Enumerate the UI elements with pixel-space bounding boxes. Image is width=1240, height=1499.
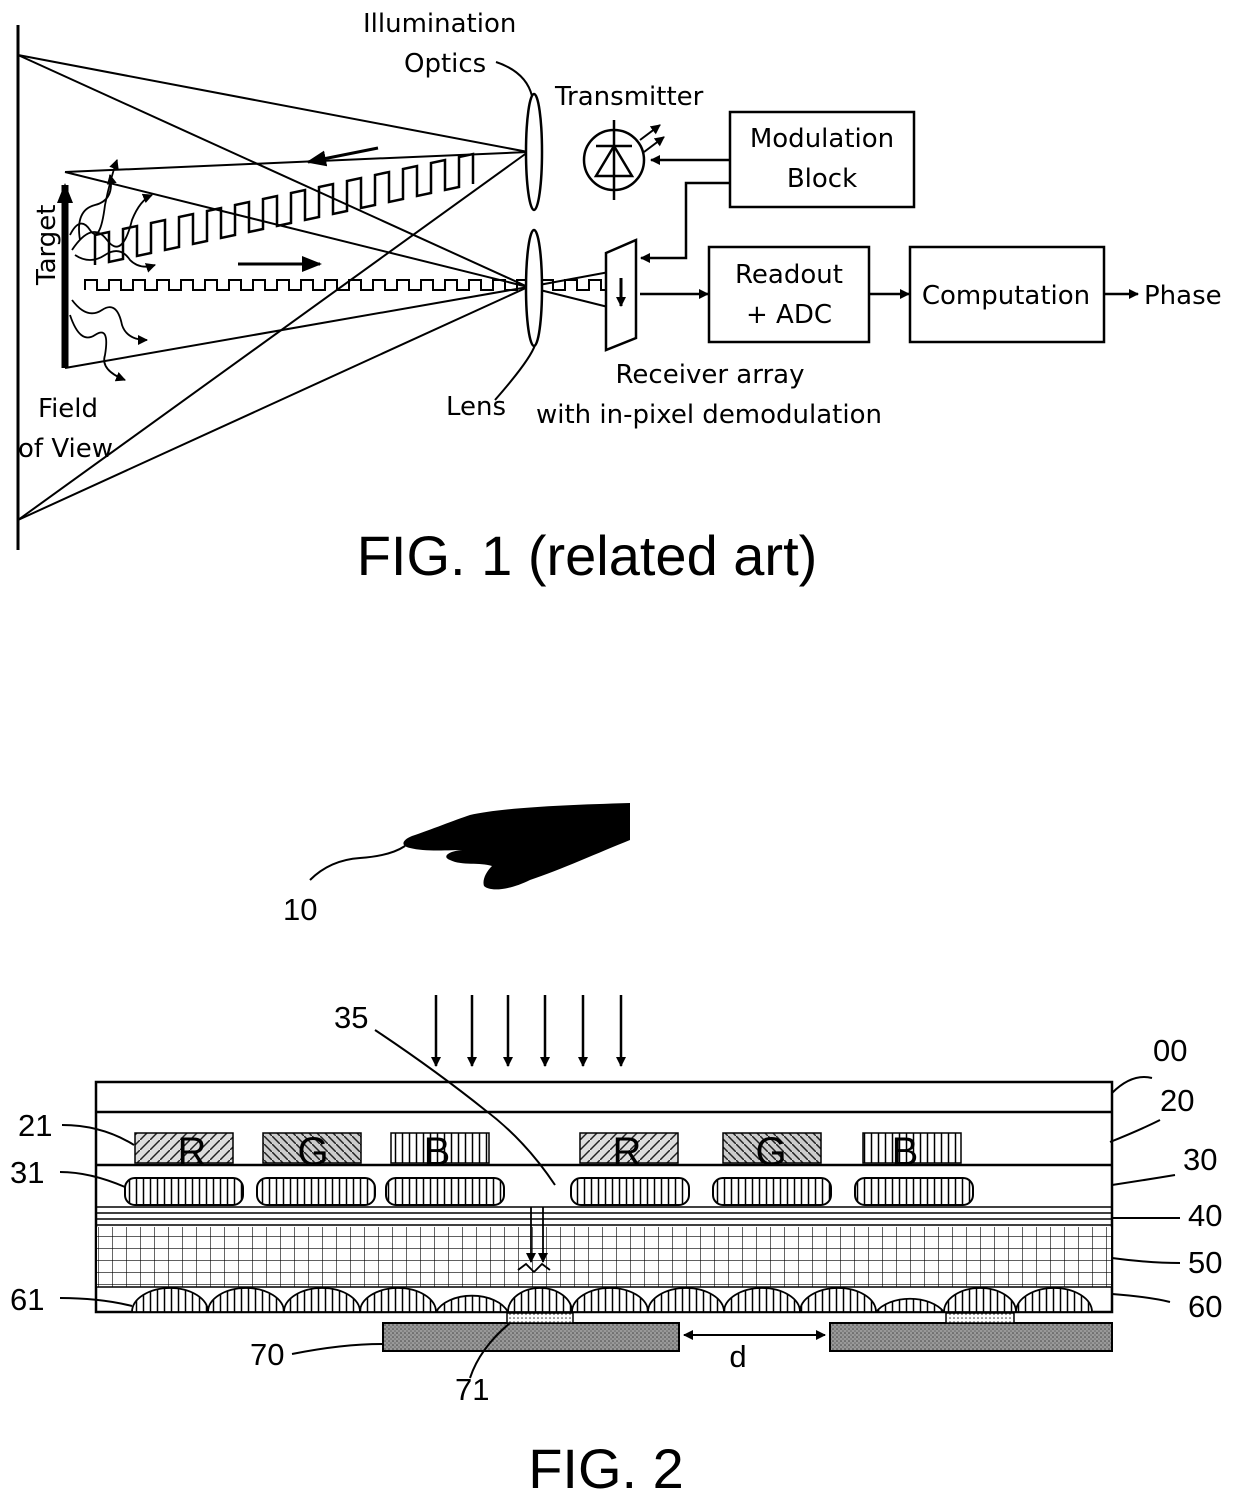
sensor-70-left (383, 1323, 679, 1351)
ref-21: 21 (18, 1108, 52, 1143)
incoming-light-arrows (436, 995, 621, 1066)
emitted-modulated-wave (95, 154, 473, 265)
illumination-optics-label-1: Illumination (363, 9, 516, 39)
ref-31: 31 (10, 1155, 44, 1190)
fig1-caption: FIG. 1 (related art) (357, 524, 818, 587)
receiver-array-label-2: with in-pixel demodulation (536, 400, 882, 430)
pixel-71-right (946, 1313, 1014, 1323)
computation-label: Computation (922, 281, 1090, 311)
target-label: Target (32, 205, 62, 286)
filter-letter: G (755, 1130, 786, 1174)
modulation-block-label-2: Block (787, 164, 857, 194)
ref-35: 35 (334, 1000, 368, 1035)
lens-label: Lens (446, 392, 506, 422)
ref-30: 30 (1183, 1142, 1217, 1177)
ref-00: 00 (1153, 1033, 1187, 1068)
fig1-diagram: Target Illumination Optics Lens (18, 9, 1222, 587)
illumination-optics-lens (526, 94, 542, 210)
distance-label: d (729, 1339, 746, 1374)
ref-71: 71 (455, 1372, 489, 1407)
scattered-light-squiggles (70, 160, 155, 380)
readout-label-1: Readout (735, 260, 843, 290)
transmitter-label: Transmitter (554, 82, 704, 112)
phase-label: Phase (1144, 281, 1222, 311)
ref-60: 60 (1188, 1289, 1222, 1324)
illumination-optics-label-2: Optics (404, 49, 486, 79)
receiver-array-label-1: Receiver array (616, 360, 805, 390)
pixel-71-left (507, 1313, 573, 1323)
ref-70: 70 (250, 1337, 284, 1372)
filter-letter: B (424, 1130, 451, 1174)
field-of-view-label-2: of View (18, 434, 113, 464)
modulation-block-label-1: Modulation (750, 124, 894, 154)
ref-61: 61 (10, 1282, 44, 1317)
field-of-view-label-1: Field (38, 394, 98, 424)
ref-20: 20 (1160, 1083, 1194, 1118)
readout-label-2: + ADC (746, 300, 832, 330)
filter-letter: G (297, 1130, 328, 1174)
fig2-diagram: 10 R (10, 803, 1222, 1499)
filter-letter: B (892, 1130, 919, 1174)
ref-40: 40 (1188, 1198, 1222, 1233)
illumination-optics-leader (496, 62, 532, 96)
receiving-lens (526, 230, 542, 346)
finger-leader (310, 846, 405, 880)
filter-letter: R (178, 1130, 207, 1174)
finger-icon (403, 803, 630, 889)
ref-10: 10 (283, 892, 317, 927)
filter-letter: R (613, 1130, 642, 1174)
fig2-caption: FIG. 2 (528, 1437, 684, 1499)
sensor-70-right (830, 1323, 1112, 1351)
layer-50-grid (97, 1227, 1111, 1287)
ref-50: 50 (1188, 1245, 1222, 1280)
